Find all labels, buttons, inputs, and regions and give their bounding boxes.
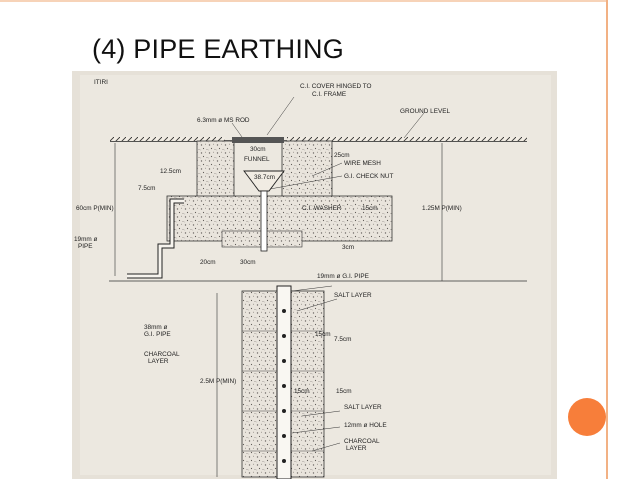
label-charcoal-left-1: CHARCOAL (144, 351, 180, 358)
label-hole: 12mm ø HOLE (344, 422, 387, 429)
label-ms-rod: 6.3mm ø MS ROD (197, 117, 250, 124)
label-salt-layer-bottom: SALT LAYER (344, 404, 382, 411)
label-dim-38-7: 38.7cm (254, 174, 275, 181)
label-gi-pipe-38-1: 38mm ø (144, 324, 168, 331)
label-funnel: FUNNEL (244, 156, 270, 163)
label-salt-layer-top: SALT LAYER (334, 292, 372, 299)
upper-gi-pipe (260, 190, 268, 252)
label-pipe-left-2: PIPE (78, 243, 93, 250)
label-dim-30: 30cm (250, 146, 266, 153)
earth-electrode-pipe (276, 285, 292, 479)
label-charcoal-right-2: LAYER (346, 445, 367, 452)
label-dim-25: 25cm (334, 152, 350, 159)
funnel (243, 170, 285, 192)
label-dim-2-5: 2.5M P(MIN) (200, 378, 236, 385)
label-dim-3: 3cm (342, 244, 354, 251)
label-charcoal-right-1: CHARCOAL (344, 438, 380, 445)
label-ci-cover-1: C.I. COVER HINGED TO (300, 83, 372, 90)
label-dim-60: 60cm P(MIN) (76, 205, 114, 212)
pipe-earthing-diagram: ITIRI C.I. COVER HINGED TO C.I. FRAME 6.… (72, 71, 557, 479)
label-dim-12-5: 12.5cm (160, 168, 181, 175)
label-dim-1-25: 1.25M P(MIN) (422, 205, 462, 212)
label-charcoal-left-2: LAYER (148, 358, 169, 365)
label-dim-15b: 15cm (315, 331, 331, 338)
label-dim-15a: 15cm (362, 205, 378, 212)
label-dim-30b: 30cm (240, 259, 256, 266)
label-ground-level: GROUND LEVEL (400, 108, 451, 115)
label-pipe-left-1: 19mm ø (74, 236, 98, 243)
label-wire-mesh: WIRE MESH (344, 160, 381, 167)
accent-dot (568, 398, 606, 436)
label-dim-15d: 15cm (336, 388, 352, 395)
scan-header-text: ITIRI (94, 79, 108, 86)
label-dim-7-5b: 7.5cm (334, 336, 351, 343)
slide-top-border (0, 0, 606, 2)
slide-right-border (606, 0, 608, 479)
label-dim-20: 20cm (200, 259, 216, 266)
label-dim-15c: 15cm (294, 388, 310, 395)
water-pipe (127, 199, 184, 278)
label-ci-check-nut: G.I. CHECK NUT (344, 173, 393, 180)
label-ci-washer: C.I. WASHER (302, 205, 342, 212)
ci-cover (232, 137, 284, 143)
slide-title: (4) PIPE EARTHING (92, 34, 344, 64)
label-dim-7-5: 7.5cm (138, 185, 155, 192)
label-ci-cover-2: C.I. FRAME (312, 91, 346, 98)
label-gi-pipe-19: 19mm ø G.I. PIPE (317, 273, 369, 280)
label-gi-pipe-38-2: G.I. PIPE (144, 331, 171, 338)
